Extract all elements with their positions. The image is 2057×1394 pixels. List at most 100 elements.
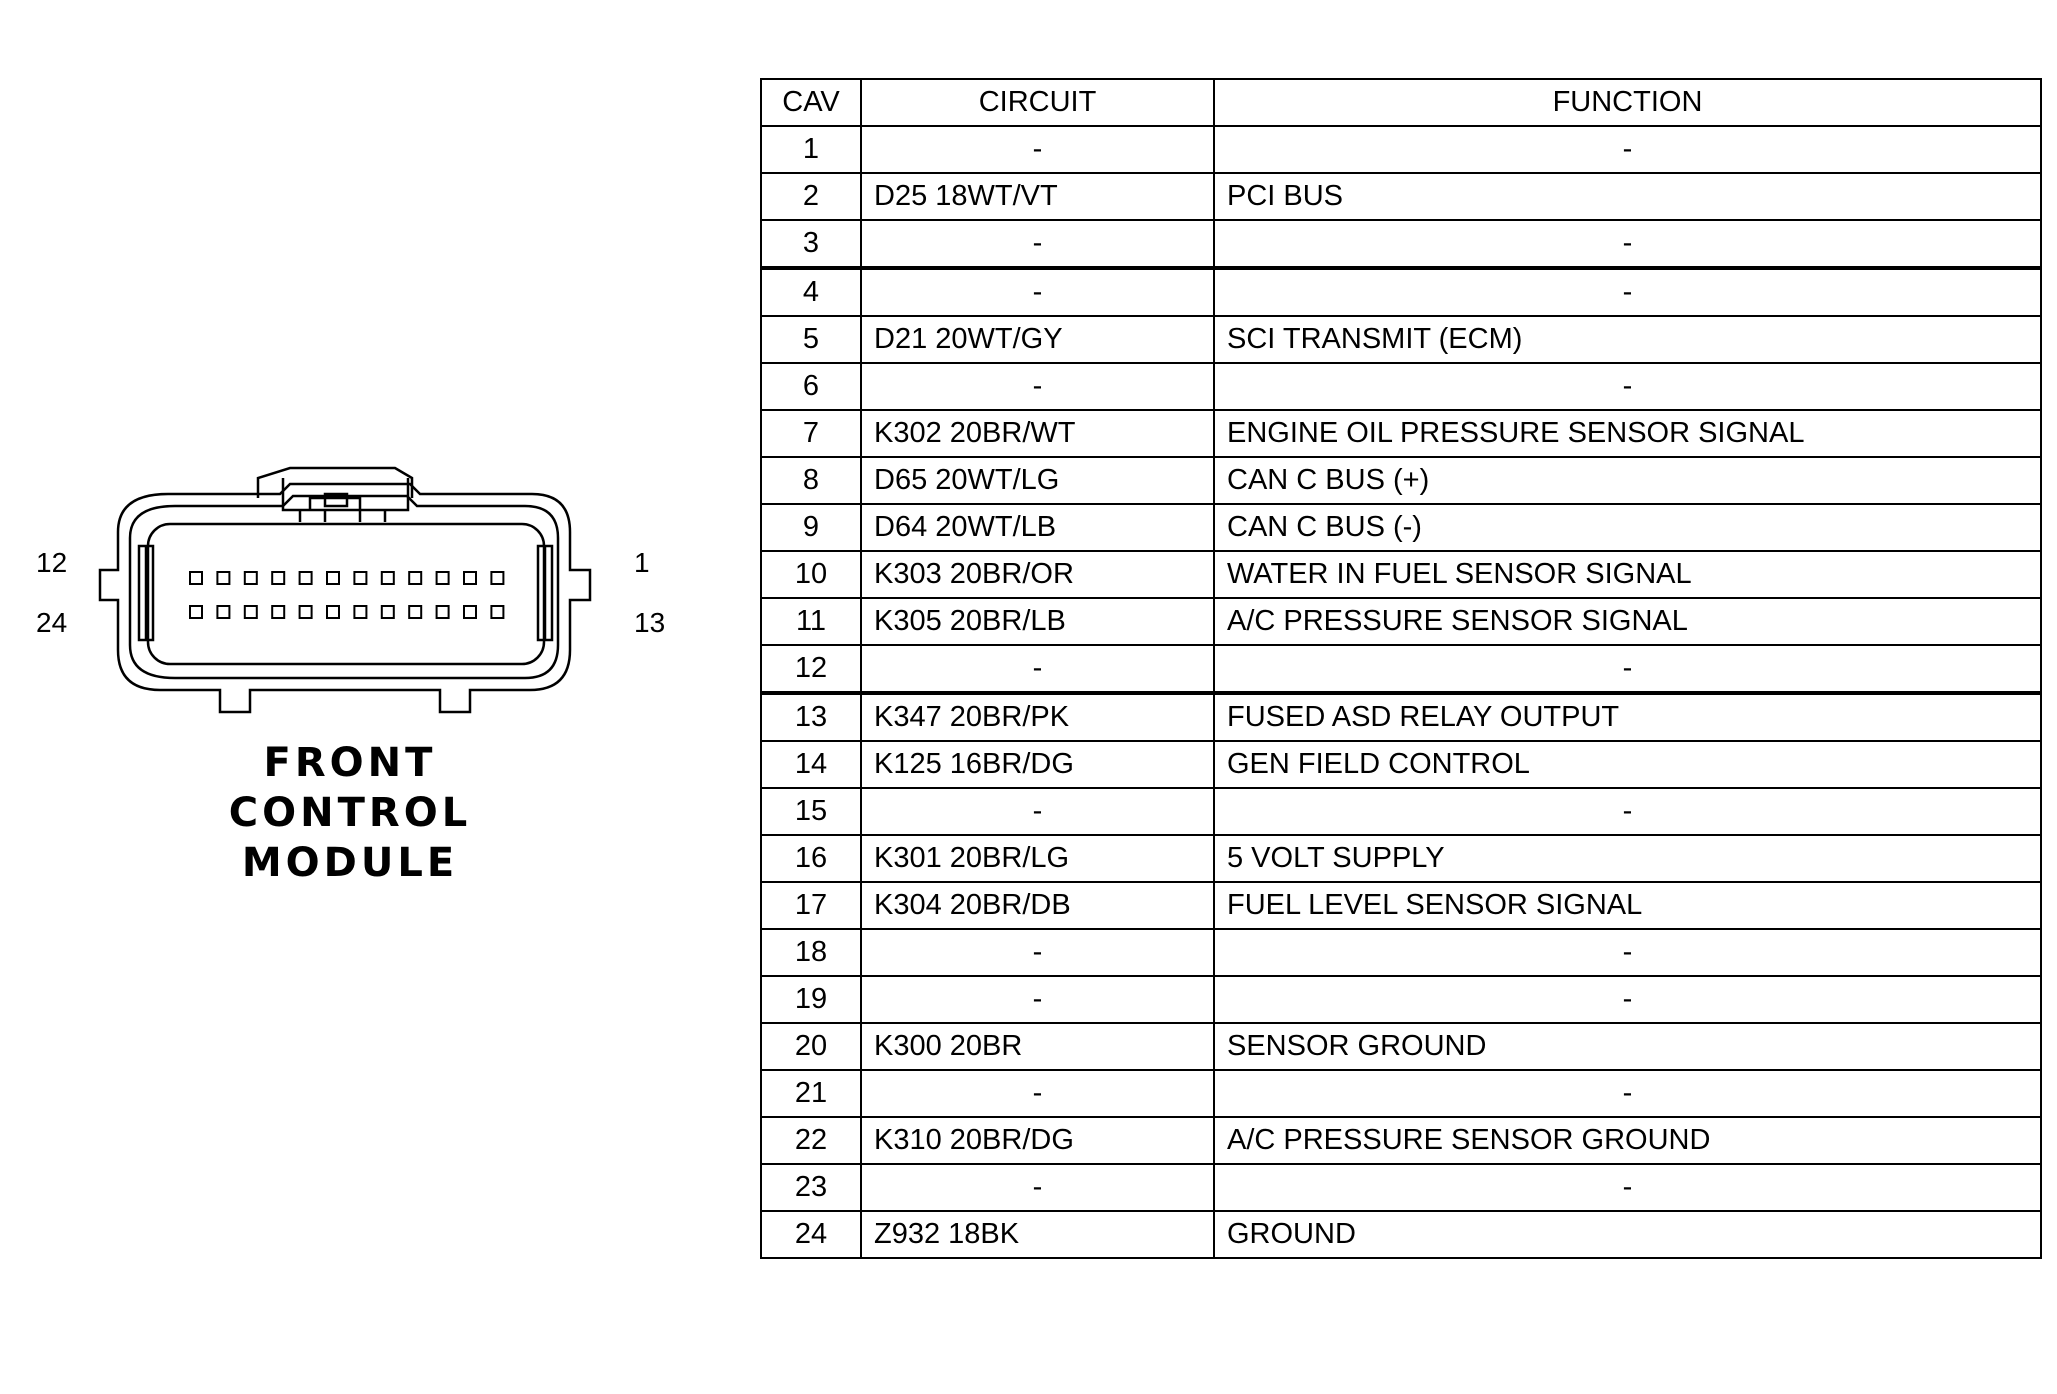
function-cell: A/C PRESSURE SENSOR GROUND <box>1213 1116 2042 1165</box>
cav-cell: 21 <box>760 1069 862 1118</box>
table-row: 12-- <box>760 644 2042 694</box>
circuit-cell: K303 20BR/OR <box>860 550 1215 599</box>
connector-latch <box>256 466 414 498</box>
cav-cell: 4 <box>760 266 862 317</box>
circuit-cell: - <box>860 644 1215 694</box>
pin-cavity <box>216 605 231 619</box>
circuit-cell: Z932 18BK <box>860 1210 1215 1259</box>
function-cell: CAN C BUS (-) <box>1213 503 2042 552</box>
header-function: FUNCTION <box>1213 78 2042 127</box>
cav-cell: 19 <box>760 975 862 1024</box>
circuit-cell: D65 20WT/LG <box>860 456 1215 505</box>
table-row: 23-- <box>760 1163 2042 1212</box>
table-row: 6-- <box>760 362 2042 411</box>
pin-label-bottom-right: 13 <box>634 607 665 638</box>
pin-cavity <box>490 605 505 619</box>
circuit-cell: D25 18WT/VT <box>860 172 1215 221</box>
function-cell: PCI BUS <box>1213 172 2042 221</box>
cav-cell: 3 <box>760 219 862 269</box>
cav-cell: 1 <box>760 125 862 174</box>
cav-cell: 14 <box>760 740 862 789</box>
circuit-cell: - <box>860 975 1215 1024</box>
table-row: 1-- <box>760 125 2042 174</box>
cav-cell: 17 <box>760 881 862 930</box>
function-cell: GEN FIELD CONTROL <box>1213 740 2042 789</box>
table-row: 21-- <box>760 1069 2042 1118</box>
module-title-line-2: CONTROL <box>228 790 472 836</box>
module-title-line-3: MODULE <box>241 840 459 886</box>
circuit-cell: - <box>860 1069 1215 1118</box>
pin-cavity <box>463 605 477 619</box>
pin-cavity <box>271 571 286 585</box>
function-cell: - <box>1213 125 2042 174</box>
pin-grid <box>189 571 505 619</box>
pin-cavity <box>490 571 505 585</box>
connector-pin-face <box>146 522 546 666</box>
circuit-cell: - <box>860 787 1215 836</box>
cav-cell: 13 <box>760 691 862 742</box>
circuit-cell: K300 20BR <box>860 1022 1215 1071</box>
pin-cavity <box>326 605 340 619</box>
pin-cavity <box>380 571 395 585</box>
cav-cell: 10 <box>760 550 862 599</box>
circuit-cell: - <box>860 1163 1215 1212</box>
cav-cell: 22 <box>760 1116 862 1165</box>
function-cell: - <box>1213 266 2042 317</box>
function-cell: FUSED ASD RELAY OUTPUT <box>1213 691 2042 742</box>
pin-cavity <box>243 571 258 585</box>
circuit-cell: K302 20BR/WT <box>860 409 1215 458</box>
pin-cavity <box>326 571 340 585</box>
function-cell: - <box>1213 928 2042 977</box>
function-cell: - <box>1213 644 2042 694</box>
pin-cavity <box>298 605 313 619</box>
cav-cell: 11 <box>760 597 862 646</box>
pin-label-bottom-left: 24 <box>36 607 67 638</box>
module-title: FRONT CONTROL MODULE <box>150 738 550 888</box>
circuit-cell: K305 20BR/LB <box>860 597 1215 646</box>
pin-cavity <box>380 605 395 619</box>
function-cell: - <box>1213 1069 2042 1118</box>
function-cell: 5 VOLT SUPPLY <box>1213 834 2042 883</box>
function-cell: - <box>1213 219 2042 269</box>
cav-cell: 2 <box>760 172 862 221</box>
function-cell: WATER IN FUEL SENSOR SIGNAL <box>1213 550 2042 599</box>
function-cell: - <box>1213 975 2042 1024</box>
pin-cavity <box>298 571 313 585</box>
pin-cavity <box>271 605 286 619</box>
function-cell: - <box>1213 1163 2042 1212</box>
circuit-cell: K347 20BR/PK <box>860 691 1215 742</box>
connector-outer-housing <box>98 482 592 714</box>
circuit-cell: D64 20WT/LB <box>860 503 1215 552</box>
cav-cell: 15 <box>760 787 862 836</box>
pin-label-top-right: 1 <box>634 547 650 578</box>
pin-cavity <box>216 571 231 585</box>
function-cell: - <box>1213 362 2042 411</box>
table-row: 18-- <box>760 928 2042 977</box>
cav-cell: 24 <box>760 1210 862 1259</box>
circuit-cell: K304 20BR/DB <box>860 881 1215 930</box>
function-cell: SCI TRANSMIT (ECM) <box>1213 315 2042 364</box>
pin-label-top-left: 12 <box>36 547 67 578</box>
circuit-cell: - <box>860 928 1215 977</box>
function-cell: ENGINE OIL PRESSURE SENSOR SIGNAL <box>1213 409 2042 458</box>
pin-cavity <box>435 571 450 585</box>
cav-cell: 5 <box>760 315 862 364</box>
function-cell: CAN C BUS (+) <box>1213 456 2042 505</box>
table-row: 15-- <box>760 787 2042 836</box>
cav-cell: 7 <box>760 409 862 458</box>
pin-cavity <box>243 605 258 619</box>
pin-cavity <box>408 571 423 585</box>
